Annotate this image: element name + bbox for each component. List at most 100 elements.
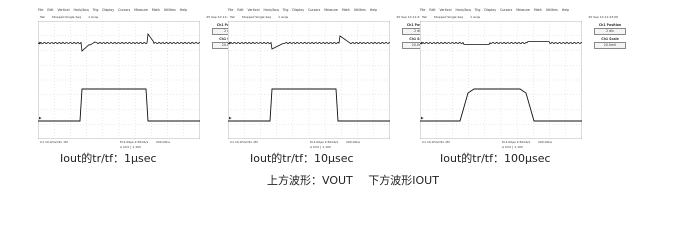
ch4-marker: ▶: [421, 116, 424, 120]
record-readout: 200.00ns: [346, 140, 360, 144]
menu-horiz[interactable]: Horiz/Acq: [263, 8, 279, 12]
trigger-readout: A Ch4 ∫ 1.10V: [502, 145, 524, 149]
status-bar: Tek Stopped Single Seq 1 Acqs 25 Sep 10 …: [228, 15, 466, 21]
acq-count: 1 Acqs: [470, 15, 481, 19]
menu-horiz[interactable]: Horiz/Acq: [455, 8, 471, 12]
iout-trace: [228, 88, 390, 122]
channel-readout: C1 10.0mV/div 1M: [422, 140, 450, 144]
iout-trace: [38, 88, 200, 122]
caption-1: Iout的tr/tf：1μsec: [60, 152, 157, 165]
waveform-display: ▶▶: [38, 21, 200, 139]
position-label: Ch1 Position: [598, 23, 622, 27]
menu-trig[interactable]: Trig: [474, 8, 481, 12]
timestamp: 25 Sep 10 11:20:10: [206, 15, 236, 19]
menu-math[interactable]: Math: [533, 8, 542, 12]
bottom-readout: C1 10.0mV/div 1M M 4.00µs 2.50GS/s A Ch4…: [420, 139, 620, 152]
position-value[interactable]: 2 div: [594, 28, 626, 35]
acq-count: 1 Acqs: [278, 15, 289, 19]
trigger-readout: A Ch4 ∫ 1.10V: [120, 145, 142, 149]
scale-value[interactable]: 20.0mV: [594, 42, 626, 49]
vout-trace: [228, 35, 390, 50]
menu-cursors[interactable]: Cursors: [308, 8, 321, 12]
menu-edit[interactable]: Edit: [47, 8, 54, 12]
menu-help[interactable]: Help: [561, 8, 570, 12]
acq-state: Stopped Single Seq: [241, 15, 272, 19]
menu-math[interactable]: Math: [151, 8, 160, 12]
menu-file[interactable]: File: [38, 8, 44, 12]
menu-trig[interactable]: Trig: [282, 8, 289, 12]
brand-label: Tek: [422, 15, 427, 19]
record-readout: 200.00ns: [156, 140, 170, 144]
side-panel: Ch1 Position 2 div Ch1 Scale 20.0mV: [393, 21, 443, 139]
trigger-readout: A Ch4 ∫ 1.10V: [310, 145, 332, 149]
record-readout: 200.00ns: [538, 140, 552, 144]
menu-edit[interactable]: Edit: [429, 8, 436, 12]
status-bar: Tek Stopped Single Seq 1 Acqs 25 Sep 10 …: [420, 15, 658, 21]
ch4-marker: ▶: [229, 116, 232, 120]
menu-utilities[interactable]: Utilities: [163, 8, 176, 12]
ch1-marker: ▶: [39, 41, 42, 45]
acq-count: 1 Acqs: [88, 15, 99, 19]
waveform-svg: ▶▶: [38, 21, 200, 139]
ch4-marker: ▶: [39, 116, 42, 120]
menu-display[interactable]: Display: [292, 8, 305, 12]
timestamp: 25 Sep 10 11:21:41: [396, 15, 426, 19]
acq-state: Stopped Single Seq: [433, 15, 464, 19]
waveform-svg: ▶▶: [228, 21, 390, 139]
side-panel: Ch1 Position 2 div Ch1 Scale 20.0mV: [585, 21, 635, 139]
brand-label: Tek: [40, 15, 45, 19]
scale-label: Ch1 Scale: [409, 37, 427, 41]
menu-utilities[interactable]: Utilities: [545, 8, 558, 12]
menu-math[interactable]: Math: [341, 8, 350, 12]
waveform-display: ▶▶: [228, 21, 390, 139]
timestamp: 25 Sep 10 11:23:06: [588, 15, 618, 19]
ch1-marker: ▶: [229, 41, 232, 45]
vout-trace: [38, 32, 200, 52]
menu-file[interactable]: File: [420, 8, 426, 12]
menu-measure[interactable]: Measure: [324, 8, 338, 12]
menu-help[interactable]: Help: [179, 8, 188, 12]
waveform-svg: ▶▶: [420, 21, 582, 139]
channel-readout: C1 10.0mV/div 1M: [230, 140, 258, 144]
waveform-legend: 上方波形：VOUT 下方波形IOUT: [0, 172, 694, 188]
menu-display[interactable]: Display: [484, 8, 497, 12]
timebase-readout: M 4.00µs 2.50GS/s: [310, 140, 339, 144]
menu-trig[interactable]: Trig: [92, 8, 99, 12]
ch1-marker: ▶: [421, 41, 424, 45]
lower-waveform-label: 下方波形IOUT: [368, 174, 439, 187]
bottom-readout: C1 10.0mV/div 1M M 4.00µs 2.50GS/s A Ch4…: [228, 139, 428, 152]
scale-label: Ch1 Scale: [601, 37, 619, 41]
menu-vertical[interactable]: Vertical: [57, 8, 70, 12]
menu-horiz[interactable]: Horiz/Acq: [73, 8, 89, 12]
menu-help[interactable]: Help: [369, 8, 378, 12]
timebase-readout: M 4.00µs 2.50GS/s: [502, 140, 531, 144]
menu-display[interactable]: Display: [102, 8, 115, 12]
menu-measure[interactable]: Measure: [134, 8, 148, 12]
caption-3: Iout的tr/tf：100μsec: [440, 152, 551, 165]
menu-vertical[interactable]: Vertical: [439, 8, 452, 12]
timebase-readout: M 4.00µs 2.50GS/s: [120, 140, 149, 144]
position-label: Ch1 Position: [406, 23, 430, 27]
upper-waveform-label: 上方波形：VOUT: [267, 174, 353, 187]
bottom-readout: C1 10.0mV/div 1M M 4.00µs 2.50GS/s A Ch4…: [38, 139, 238, 152]
brand-label: Tek: [230, 15, 235, 19]
measurement-readouts: [585, 52, 635, 56]
caption-2: Iout的tr/tf：10μsec: [250, 152, 354, 165]
menu-utilities[interactable]: Utilities: [353, 8, 366, 12]
menu-cursors[interactable]: Cursors: [500, 8, 513, 12]
status-bar: Tek Stopped Single Seq 1 Acqs 25 Sep 10 …: [38, 15, 276, 21]
vout-trace: [420, 41, 582, 45]
menu-file[interactable]: File: [228, 8, 234, 12]
menu-vertical[interactable]: Vertical: [247, 8, 260, 12]
menu-measure[interactable]: Measure: [516, 8, 530, 12]
waveform-display: ▶▶: [420, 21, 582, 139]
channel-readout: C1 10.0mV/div 1M: [40, 140, 68, 144]
menu-edit[interactable]: Edit: [237, 8, 244, 12]
acq-state: Stopped Single Seq: [51, 15, 82, 19]
iout-trace: [420, 88, 582, 122]
menu-cursors[interactable]: Cursors: [118, 8, 131, 12]
